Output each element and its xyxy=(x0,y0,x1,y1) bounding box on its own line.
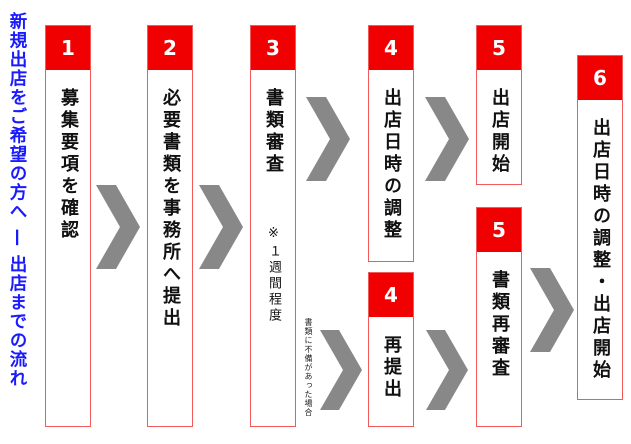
step-text: 書類再審査 xyxy=(489,270,510,380)
step-number: 3 xyxy=(251,26,295,70)
step-text: 出店日時の調整・出店開始 xyxy=(590,118,611,382)
step-note: ※１週間程度 xyxy=(266,226,281,324)
page-title: 新規出店をご希望の方へ — 出店までの流れ xyxy=(7,12,27,389)
step-number: 6 xyxy=(578,56,622,100)
chevron-arrow-5 xyxy=(530,268,574,352)
step-text: 書類審査 xyxy=(263,88,284,176)
step-4-schedule: 4 出店日時の調整 xyxy=(368,25,414,262)
chevron-arrow-4-lower xyxy=(426,330,468,410)
step-text: 募集要項を確認 xyxy=(58,88,79,242)
step-text: 必要書類を事務所へ提出 xyxy=(160,88,181,330)
step-number: 5 xyxy=(477,208,521,252)
step-1: 1 募集要項を確認 xyxy=(45,25,91,427)
step-text: 出店日時の調整 xyxy=(381,88,402,242)
step-text: 再提出 xyxy=(381,335,402,401)
step-6: 6 出店日時の調整・出店開始 xyxy=(577,55,623,400)
chevron-arrow-2 xyxy=(199,185,243,269)
step-5-start: 5 出店開始 xyxy=(476,25,522,185)
step-text: 出店開始 xyxy=(489,88,510,176)
step-3: 3 書類審査 ※１週間程度 xyxy=(250,25,296,427)
step-2: 2 必要書類を事務所へ提出 xyxy=(147,25,193,427)
step-number: 4 xyxy=(369,26,413,70)
chevron-arrow-4-upper xyxy=(425,97,469,181)
step-number: 4 xyxy=(369,273,413,317)
step-number: 2 xyxy=(148,26,192,70)
chevron-arrow-3-lower xyxy=(320,330,362,410)
step-5-rereview: 5 書類再審査 xyxy=(476,207,522,427)
step-number: 1 xyxy=(46,26,90,70)
step-number: 5 xyxy=(477,26,521,70)
step-4-resubmit: 4 再提出 xyxy=(368,272,414,427)
chevron-arrow-3-upper xyxy=(306,97,350,181)
chevron-arrow-1 xyxy=(96,185,140,269)
branch-label: 書類に不備があった場合 xyxy=(304,318,313,417)
